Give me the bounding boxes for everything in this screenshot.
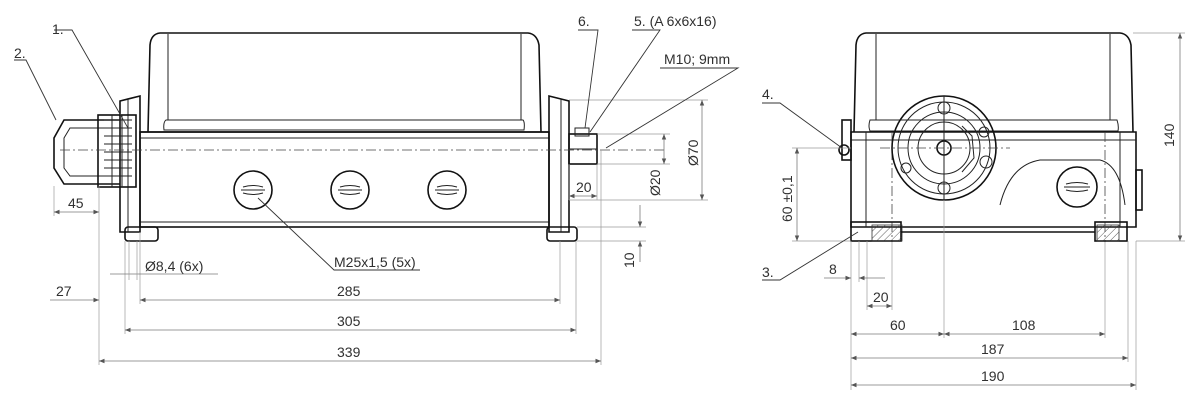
cable-gland-3 [427, 170, 467, 210]
side-handle [53, 119, 120, 185]
dim-27: 27 [56, 283, 72, 299]
dim-60-tolerance: 60 ±0,1 [779, 175, 795, 222]
dim-108: 108 [1012, 317, 1036, 333]
callout-1: 1. [52, 21, 64, 37]
front-body [139, 131, 550, 228]
dim-305: 305 [337, 313, 361, 329]
side-dimensions [762, 32, 1185, 390]
dim-140: 140 [1161, 123, 1177, 147]
callout-2: 2. [14, 45, 26, 61]
dim-8: 8 [829, 261, 837, 277]
dim-339: 339 [337, 344, 361, 360]
dim-dia20: Ø20 [647, 169, 663, 196]
side-view [838, 32, 1143, 242]
callout-4: 4. [762, 86, 774, 102]
gland-note: M25x1,5 (5x) [334, 254, 416, 270]
callout-6: 6. [578, 13, 590, 29]
side-body [850, 131, 1137, 228]
cable-gland-2 [330, 170, 370, 210]
front-lid [147, 32, 542, 133]
dim-60: 60 [890, 317, 906, 333]
front-view [53, 32, 665, 242]
dim-187: 187 [981, 341, 1005, 357]
dim-285: 285 [337, 283, 361, 299]
side-lid [853, 32, 1134, 133]
callout-5: 5. (A 6x6x16) [634, 13, 717, 29]
dim-190: 190 [981, 368, 1005, 384]
hole-note: Ø8,4 (6x) [145, 258, 203, 274]
dim-10: 10 [621, 252, 637, 268]
callout-3: 3. [762, 264, 774, 280]
front-dimensions [14, 29, 740, 365]
side-cable-gland [1056, 166, 1098, 208]
cable-gland-1 [233, 170, 273, 210]
dim-20-shaft: 20 [576, 179, 592, 195]
dim-20-side: 20 [873, 289, 889, 305]
dim-45: 45 [68, 195, 84, 211]
dim-dia70: Ø70 [685, 139, 701, 166]
thread-m10-label: M10; 9mm [664, 51, 730, 67]
